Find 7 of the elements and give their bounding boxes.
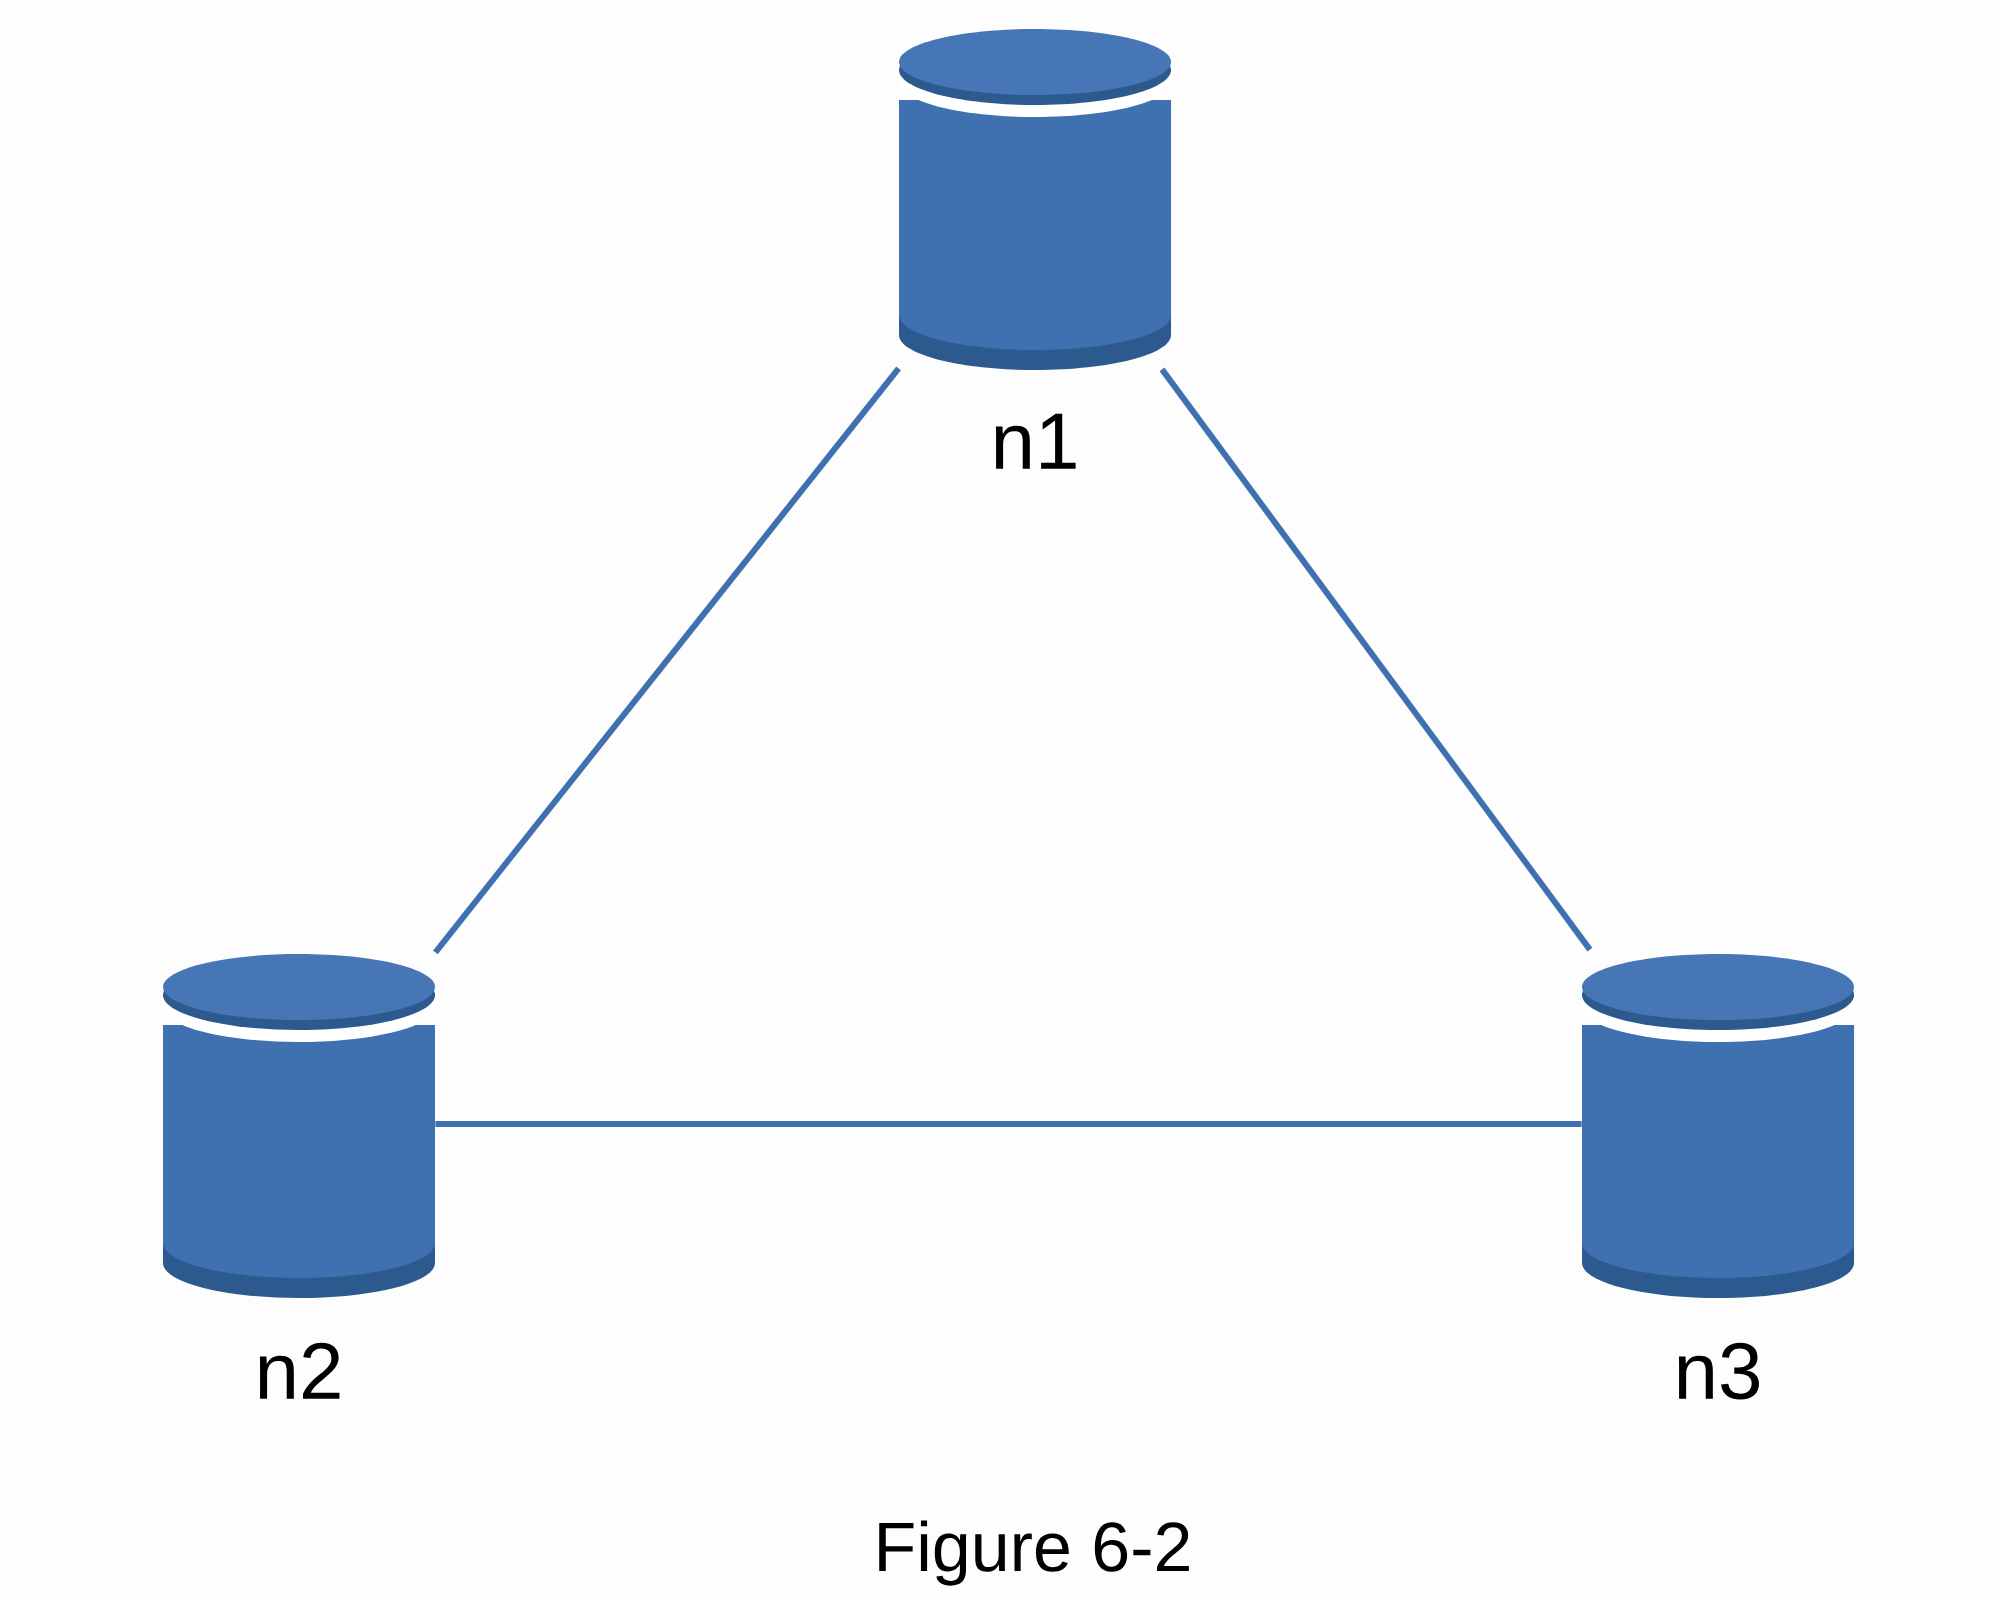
node-label: n3 bbox=[1678, 1342, 1759, 1400]
node-label: n2 bbox=[259, 1342, 340, 1399]
caption: Figure 6-2 bbox=[879, 1520, 1189, 1586]
connector-line bbox=[435, 1121, 1582, 1127]
node-label: n1 bbox=[995, 413, 1076, 469]
connector-line bbox=[1159, 367, 1593, 952]
connector-line bbox=[433, 366, 901, 955]
